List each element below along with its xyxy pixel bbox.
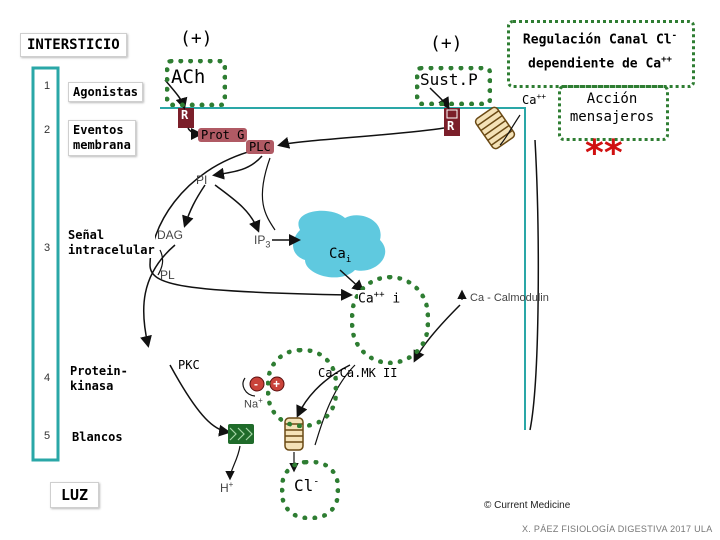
dag-label: DAG bbox=[157, 228, 184, 242]
accion-line2: mensajeros bbox=[569, 109, 655, 125]
step-number-5: 5 bbox=[44, 430, 51, 442]
prot-g-label: Prot G bbox=[198, 128, 248, 142]
ach-label: ACh bbox=[171, 66, 206, 88]
camk-label: Ca-Ca.MK II bbox=[318, 366, 398, 380]
h-main: H bbox=[220, 481, 229, 495]
ca-store-sub: i bbox=[345, 254, 352, 265]
eventos-line1: Eventos bbox=[73, 123, 124, 137]
receptor-right-label: R bbox=[447, 119, 455, 133]
credit-label: © Current Medicine bbox=[484, 500, 571, 511]
na-label: Na+ bbox=[244, 396, 263, 411]
regulation-line2: dependiente de Ca++ bbox=[514, 50, 686, 74]
sust-p-highlight bbox=[415, 66, 492, 106]
cl-highlight bbox=[280, 460, 340, 520]
na-main: Na bbox=[244, 398, 259, 411]
ca-i-suffix: i bbox=[392, 291, 401, 307]
regulation-line1-sup: - bbox=[671, 31, 678, 41]
cl-sup: - bbox=[313, 476, 320, 488]
h-plus-label: H+ bbox=[220, 480, 233, 495]
receptor-right-shape bbox=[444, 108, 460, 136]
step-number-1: 1 bbox=[44, 80, 51, 92]
regulation-label: Regulación Canal Cl- dependiente de Ca++ bbox=[514, 26, 686, 75]
senal-intracelular-label: Señal intracelular bbox=[68, 228, 155, 258]
minus-circle bbox=[249, 376, 265, 392]
accion-line1: Acción bbox=[586, 91, 638, 107]
step-number-2: 2 bbox=[44, 124, 51, 136]
accion-highlight bbox=[558, 85, 669, 141]
plus-left-label: (+) bbox=[180, 28, 213, 49]
senal-line1: Señal bbox=[68, 228, 105, 242]
eventos-membrana-label: Eventos membrana bbox=[68, 120, 136, 156]
agonistas-label: Agonistas bbox=[68, 82, 144, 102]
camk-highlight bbox=[266, 348, 338, 428]
intersticio-label: INTERSTICIO bbox=[20, 33, 127, 57]
receptor-left-shape bbox=[178, 108, 194, 128]
ca-top-label: Ca++ bbox=[522, 92, 546, 107]
receptor-left-label: R bbox=[181, 108, 189, 122]
ca-intracellular-label: Ca++ i bbox=[358, 290, 401, 307]
pkc-label: PKC bbox=[178, 358, 200, 372]
ca-i-main: Ca bbox=[358, 291, 374, 307]
ca-store-label: Cai bbox=[329, 246, 351, 265]
step-number-3: 3 bbox=[44, 242, 51, 254]
regulation-line2-text: dependiente de Ca bbox=[528, 56, 662, 72]
steps-bracket bbox=[31, 66, 60, 462]
plus-sign: + bbox=[273, 377, 281, 391]
proteinkinasa-label: Protein- kinasa bbox=[70, 364, 128, 394]
regulation-line2-sup: ++ bbox=[661, 55, 672, 66]
protein-line2: kinasa bbox=[70, 379, 114, 393]
cl-minus-label: Cl- bbox=[294, 476, 319, 495]
na-sup: + bbox=[258, 396, 263, 405]
ca-store-blob bbox=[293, 210, 386, 278]
ach-highlight bbox=[165, 59, 227, 107]
pi-label: PI bbox=[196, 173, 208, 187]
ca-channel-top bbox=[474, 106, 516, 150]
sust-p-label: Sust.P bbox=[420, 70, 478, 89]
h-sup: + bbox=[228, 480, 234, 489]
blancos-label: Blancos bbox=[72, 430, 123, 444]
plc-label: PLC bbox=[246, 140, 274, 154]
regulation-line1-text: Regulación Canal Cl bbox=[522, 32, 672, 48]
ip3-label: IP3 bbox=[254, 233, 270, 249]
ca-i-sup: ++ bbox=[373, 290, 385, 300]
regulation-line1: Regulación Canal Cl- bbox=[514, 26, 686, 50]
ca-store-main: Ca bbox=[329, 246, 346, 262]
plus-right-label: (+) bbox=[430, 33, 463, 54]
ip3-sub: 3 bbox=[265, 239, 271, 250]
step-number-4: 4 bbox=[44, 372, 51, 384]
cl-main: Cl bbox=[294, 476, 314, 495]
ca-store-highlight bbox=[350, 275, 430, 365]
footer-credit-label: X. PÁEZ FISIOLOGÍA DIGESTIVA 2017 ULA bbox=[522, 524, 713, 534]
minus-sign: - bbox=[254, 377, 258, 391]
pl-label: PL bbox=[160, 268, 175, 282]
eventos-line2: membrana bbox=[73, 138, 131, 152]
stars-label: ** bbox=[585, 133, 623, 174]
ip3-main: IP bbox=[254, 233, 266, 247]
ca-calmodulin-label: Ca - Calmodulin bbox=[470, 292, 549, 304]
senal-line2: intracelular bbox=[68, 243, 155, 257]
ca-top-main: Ca bbox=[522, 93, 537, 107]
protein-line1: Protein- bbox=[70, 364, 128, 378]
luz-label: LUZ bbox=[50, 482, 100, 508]
cell-outline bbox=[160, 107, 526, 430]
ca-top-sup: ++ bbox=[536, 92, 547, 101]
accion-mensajeros-label: Acción mensajeros bbox=[562, 90, 662, 126]
exchanger-channel bbox=[228, 424, 254, 444]
